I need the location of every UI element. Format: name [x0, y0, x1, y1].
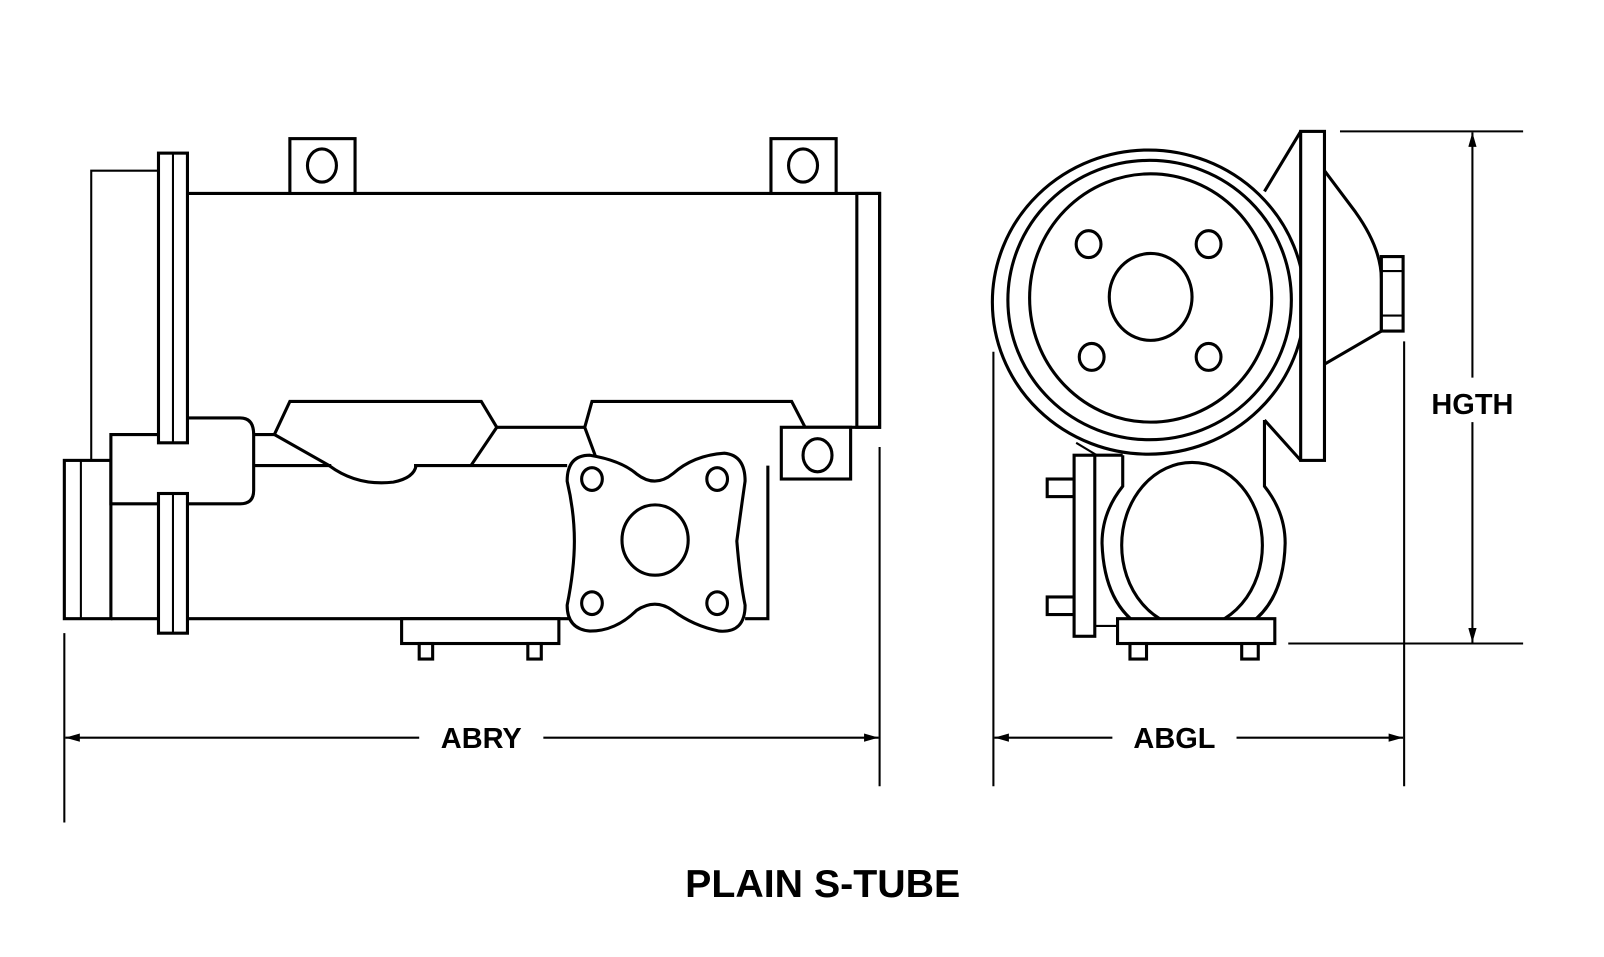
bolt-hole [1194, 341, 1223, 372]
side-plate [1045, 453, 1123, 638]
nozzle-bore [620, 503, 690, 577]
mounting-lug-left [288, 137, 357, 196]
dimension-length: ABRY [63, 446, 881, 823]
upper-flange [156, 151, 190, 445]
bolt-hole [580, 466, 604, 492]
head-dome [1322, 166, 1383, 367]
dimension-label-abry: ABRY [441, 723, 522, 755]
head-outer-rim [990, 148, 1307, 456]
base-bracket [400, 617, 561, 661]
dimension-height: HGTH [1288, 130, 1524, 645]
lower-shell [110, 464, 770, 621]
dimension-label-hgth: HGTH [1431, 389, 1513, 421]
mounting-lug-right [769, 137, 838, 196]
diagram-title: PLAIN S-TUBE [685, 862, 960, 906]
nozzle-flange [565, 451, 747, 633]
left-channel [90, 169, 159, 461]
lower-end-cap [62, 458, 113, 621]
bolt-hole [705, 590, 730, 617]
bolt-hole [1074, 229, 1103, 260]
side-view: ABRY [62, 137, 882, 823]
end-view: HGTH ABGL [990, 129, 1524, 787]
crossover-hex-left [272, 399, 499, 485]
dimension-width: ABGL [992, 341, 1406, 787]
upper-shell [187, 191, 882, 437]
bolt-hole [580, 590, 604, 617]
tube-sheet-plate [1299, 129, 1327, 462]
crossover-hex-right [583, 399, 807, 467]
bolt-hole [1194, 229, 1223, 260]
support-wedge [1263, 130, 1303, 462]
dimension-label-abgl: ABGL [1133, 723, 1215, 755]
vent-plug [1379, 255, 1405, 333]
lower-flange [156, 491, 190, 635]
body-edge [1075, 441, 1098, 457]
head-rim [1006, 158, 1293, 442]
upper-end-cap [855, 191, 882, 429]
bolt-hole [705, 466, 730, 492]
connector-block [109, 416, 256, 506]
base-bracket [1115, 617, 1277, 661]
head-face [1028, 172, 1274, 424]
head-bore [1107, 251, 1194, 342]
bolt-hole [1077, 341, 1106, 372]
mounting-lug-lower [779, 425, 853, 481]
